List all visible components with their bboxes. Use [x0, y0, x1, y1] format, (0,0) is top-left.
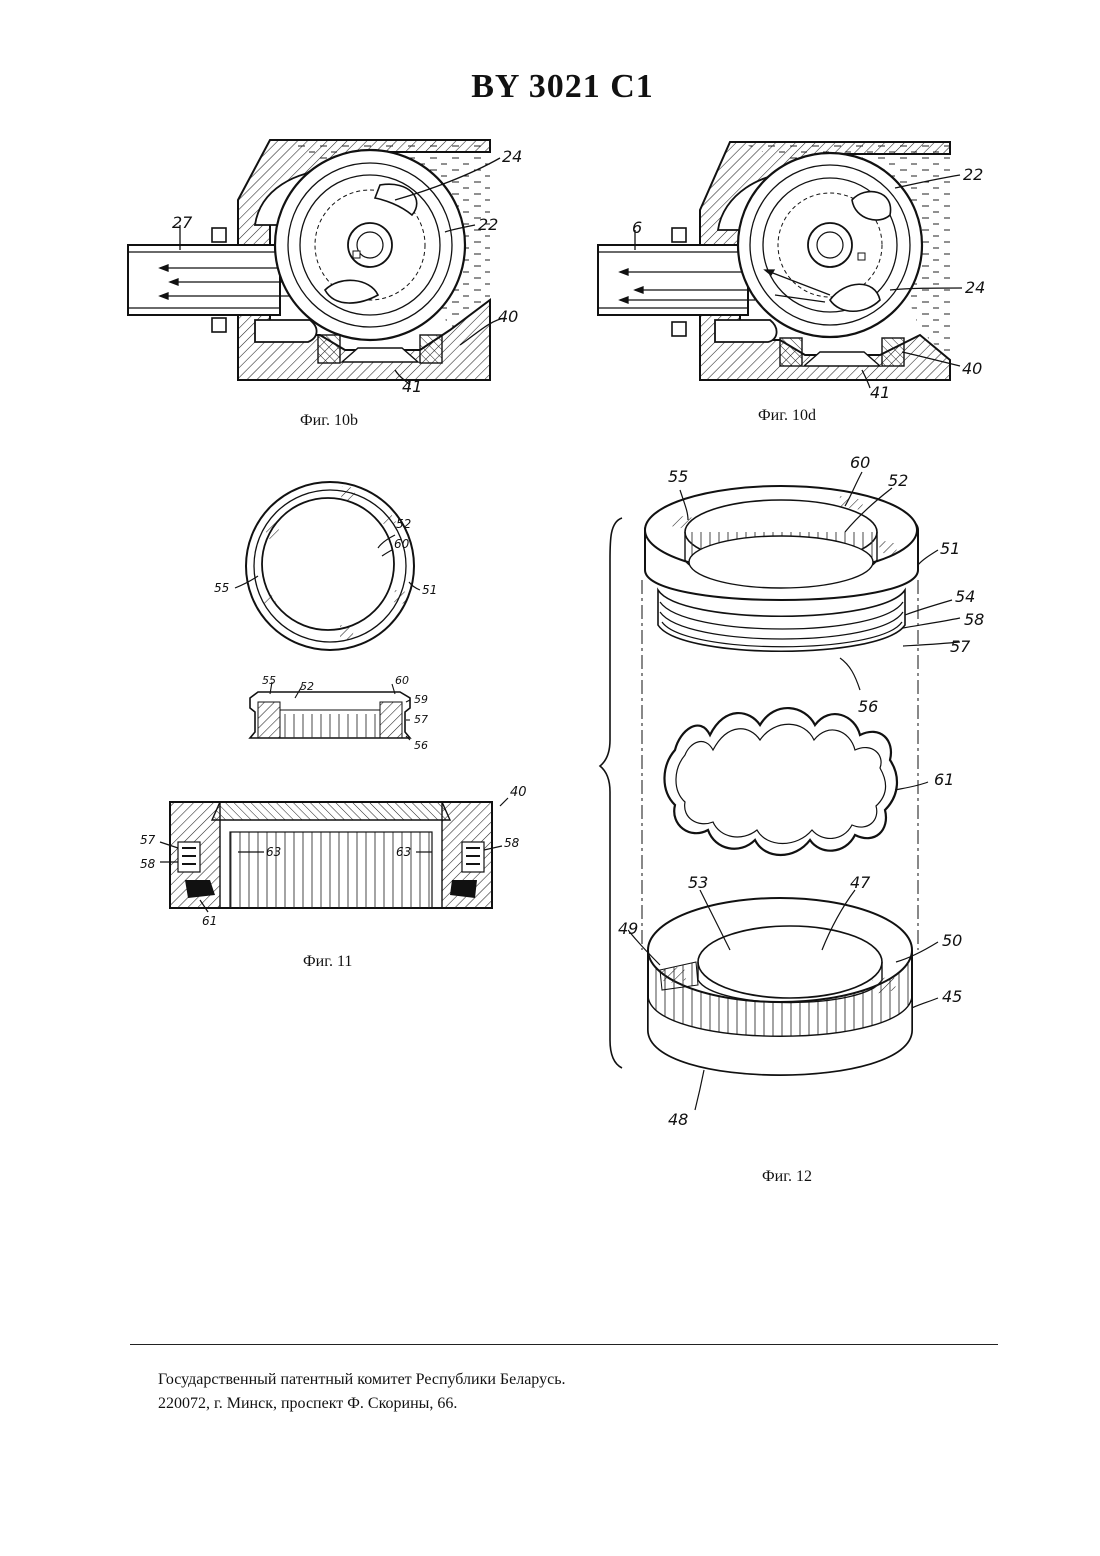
label-47: 47 [850, 873, 871, 892]
figure-12-drawing: 55 60 52 51 54 58 57 56 61 53 47 49 50 4… [600, 450, 1010, 1140]
label-60: 60 [850, 453, 870, 472]
label-51: 51 [422, 583, 437, 597]
figure-10b-drawing: 24 27 22 40 41 [120, 130, 550, 400]
label-59: 59 [414, 693, 428, 706]
label-55: 55 [668, 467, 688, 486]
label-53: 53 [688, 873, 708, 892]
label-48: 48 [668, 1110, 688, 1129]
label-60-section: 60 [395, 674, 409, 687]
label-56: 56 [414, 739, 428, 752]
label-61: 61 [202, 914, 217, 928]
label-63-left: 63 [266, 845, 281, 859]
label-57: 57 [950, 637, 971, 656]
figure-10b-caption: Фиг. 10b [300, 412, 358, 430]
label-61: 61 [934, 770, 954, 789]
figure-10d-caption: Фиг. 10d [758, 407, 816, 425]
label-40: 40 [510, 785, 527, 800]
label-24: 24 [502, 147, 522, 166]
label-57-assembly: 57 [140, 833, 156, 847]
label-27: 27 [172, 213, 193, 232]
figure-11-drawing: 52 60 55 51 55 52 60 59 57 56 40 57 58 6… [130, 470, 550, 930]
label-40: 40 [962, 359, 982, 378]
figure-10d-drawing: 6 22 24 40 41 [590, 130, 1010, 410]
label-60: 60 [394, 537, 410, 551]
label-63-right: 63 [396, 845, 411, 859]
label-57-section: 57 [414, 713, 428, 726]
label-51: 51 [940, 539, 960, 558]
label-41: 41 [402, 377, 422, 396]
label-56: 56 [858, 697, 878, 716]
footer-divider [130, 1344, 998, 1345]
label-58-right: 58 [504, 836, 520, 850]
label-52: 52 [396, 517, 411, 531]
label-50: 50 [942, 931, 962, 950]
label-22: 22 [478, 215, 498, 234]
label-6: 6 [632, 218, 642, 237]
label-22: 22 [963, 165, 983, 184]
label-24: 24 [965, 278, 985, 297]
footer-publisher: Государственный патентный комитет Респуб… [158, 1368, 566, 1416]
label-58-left: 58 [140, 857, 156, 871]
footer-line-2: 220072, г. Минск, проспект Ф. Скорины, 6… [158, 1392, 566, 1416]
label-58: 58 [964, 610, 984, 629]
figure-11-caption: Фиг. 11 [303, 953, 352, 971]
label-41: 41 [870, 383, 890, 402]
label-52-section: 52 [300, 680, 314, 693]
label-54: 54 [955, 587, 975, 606]
label-49: 49 [618, 919, 638, 938]
figure-12-caption: Фиг. 12 [762, 1168, 812, 1186]
label-55-section: 55 [262, 674, 276, 687]
label-52: 52 [888, 471, 908, 490]
label-40: 40 [498, 307, 518, 326]
footer-line-1: Государственный патентный комитет Респуб… [158, 1368, 566, 1392]
label-45: 45 [942, 987, 962, 1006]
label-55: 55 [214, 581, 229, 595]
patent-number-title: BY 3021 C1 [0, 68, 1100, 106]
